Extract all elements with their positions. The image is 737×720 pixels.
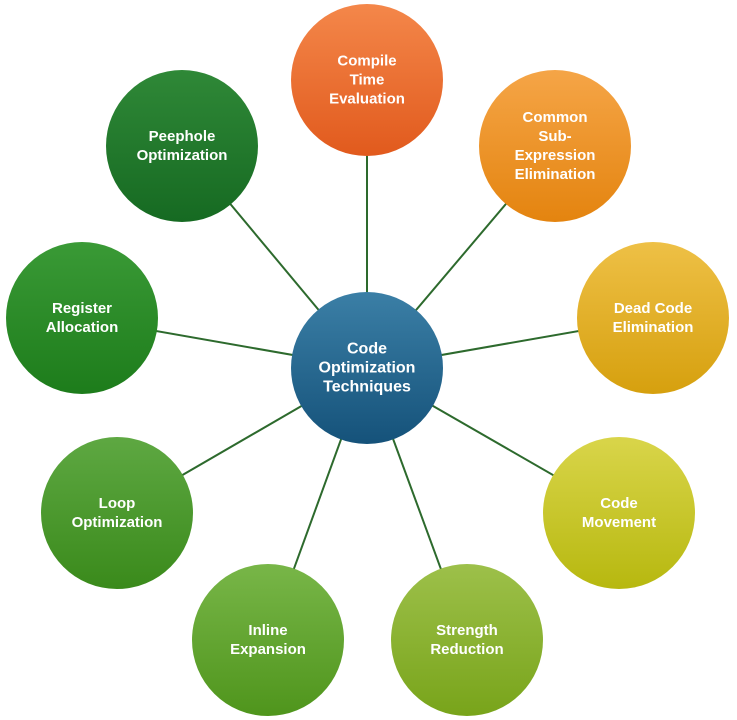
node-label-line: Techniques: [323, 379, 411, 396]
node-label-line: Optimization: [72, 514, 163, 531]
node-circle: [543, 437, 695, 589]
node-label-line: Compile: [337, 53, 396, 70]
center-circle: [291, 292, 443, 444]
node-label-line: Evaluation: [329, 91, 405, 108]
node-label-line: Reduction: [430, 641, 503, 658]
node-label-line: Elimination: [515, 166, 596, 183]
node-label-line: Inline: [248, 622, 287, 639]
node-circle: [577, 242, 729, 394]
node-label-line: Loop: [99, 495, 136, 512]
node-circle: [291, 4, 443, 156]
node-label-line: Common: [523, 109, 588, 126]
node-label-line: Expression: [515, 147, 596, 164]
node-circle: [479, 70, 631, 222]
node-label-line: Optimization: [319, 360, 416, 377]
node-label-line: Code: [600, 495, 638, 512]
node-label-line: Optimization: [137, 147, 228, 164]
node-label-line: Elimination: [613, 319, 694, 336]
node-circle: [106, 70, 258, 222]
node-circle: [192, 564, 344, 716]
node-label-line: Time: [350, 72, 385, 89]
node-label-line: Expansion: [230, 641, 306, 658]
node-label-line: Peephole: [149, 128, 216, 145]
node-label-line: Sub-: [538, 128, 571, 145]
node-label-line: Code: [347, 341, 387, 358]
node-label-line: Dead Code: [614, 300, 692, 317]
node-label-line: Register: [52, 300, 112, 317]
node-label-line: Allocation: [46, 319, 119, 336]
node-label-line: Movement: [582, 514, 656, 531]
node-label-line: Strength: [436, 622, 498, 639]
node-circle: [391, 564, 543, 716]
node-circle: [6, 242, 158, 394]
node-circle: [41, 437, 193, 589]
